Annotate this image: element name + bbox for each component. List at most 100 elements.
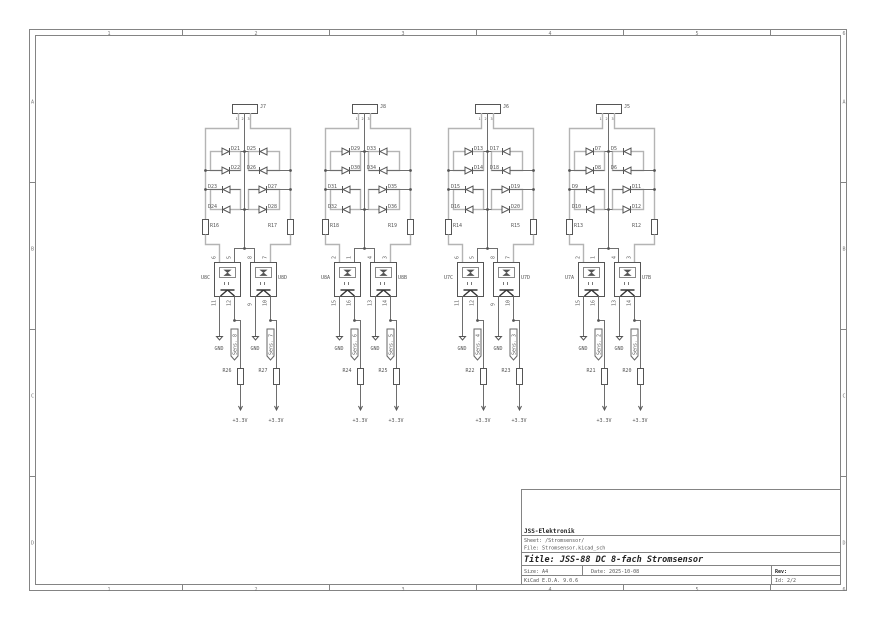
diode-ref: D12	[632, 204, 641, 210]
resistor-symbol	[393, 368, 400, 385]
resistor-ref: R23	[502, 368, 511, 374]
row-label: D	[843, 541, 846, 547]
led-symbol	[379, 269, 388, 285]
junction-dot	[512, 319, 515, 322]
diode-ref: D32	[328, 204, 337, 210]
junction-dot	[607, 208, 610, 211]
row-label: A	[31, 100, 34, 106]
resistor-ref: R17	[268, 223, 277, 229]
power-arrow-icon	[394, 405, 399, 412]
pin-number: 11	[212, 300, 218, 306]
wire	[204, 113, 240, 219]
net-label-shape	[473, 328, 482, 361]
column-label: 1	[108, 587, 111, 593]
resistor-symbol	[357, 368, 364, 385]
resistor-ref: R20	[623, 368, 632, 374]
junction-dot	[532, 169, 535, 172]
ground-icon	[215, 336, 224, 341]
ground-icon	[335, 336, 344, 341]
led-symbol	[502, 269, 511, 285]
diode-symbol	[378, 205, 388, 214]
junction-dot	[486, 208, 489, 211]
wire	[613, 113, 656, 219]
diode-symbol	[622, 147, 632, 156]
phototransistor-symbol	[376, 289, 391, 297]
row-label: B	[31, 247, 34, 253]
optocoupler-ref: U8A	[321, 275, 330, 281]
net-label-shape	[594, 328, 603, 361]
diode-ref: D33	[367, 146, 376, 152]
optocoupler-u8d	[250, 262, 277, 297]
diode-ref: D17	[490, 146, 499, 152]
led-pair-symbol	[339, 267, 356, 278]
ground-label: GND	[215, 346, 224, 352]
optocoupler-ref: U8D	[278, 275, 287, 281]
diode-symbol	[501, 147, 511, 156]
resistor-ref: R18	[330, 223, 339, 229]
power-arrow-icon	[238, 405, 243, 412]
column-label: 6	[843, 31, 846, 37]
phototransistor-symbol	[499, 289, 514, 297]
junction-dot	[363, 208, 366, 211]
sense-net-label: Sens. 4	[475, 334, 481, 355]
company-name: JSS-Elektronik	[524, 528, 575, 535]
pin-number: 12	[227, 300, 233, 306]
connector-pin-number: 2	[485, 117, 487, 121]
pin-number: 16	[591, 300, 597, 306]
diode-symbol	[378, 185, 388, 194]
net-label-shape	[230, 328, 239, 361]
supply-label: +3.3V	[233, 418, 248, 424]
power-arrow-icon	[602, 405, 607, 412]
pin-number: 6	[212, 256, 218, 259]
connector-ref: J8	[380, 104, 386, 110]
pin-number: 1	[347, 256, 353, 259]
supply-label: +3.3V	[389, 418, 404, 424]
junction-dot	[568, 169, 571, 172]
connector-pin-number: 3	[491, 117, 493, 121]
resistor-ref: R26	[223, 368, 232, 374]
led-symbol	[223, 269, 232, 285]
diode-symbol	[258, 166, 268, 175]
sense-net-label: Sens. 1	[632, 334, 638, 355]
pin-number: 13	[368, 300, 374, 306]
wire	[269, 234, 292, 262]
wire	[390, 296, 397, 368]
junction-dot	[653, 188, 656, 191]
diode-ref: D21	[231, 146, 240, 152]
diode-symbol	[378, 147, 388, 156]
diode-ref: D34	[367, 165, 376, 171]
net-label-shape	[266, 328, 275, 361]
column-label: 6	[843, 587, 846, 593]
diode-symbol	[622, 205, 632, 214]
paper-size: Size: A4	[524, 569, 548, 575]
diode-symbol	[258, 185, 268, 194]
junction-dot	[243, 247, 246, 250]
column-label: 4	[549, 31, 552, 37]
supply-label: +3.3V	[597, 418, 612, 424]
title-block-frame	[521, 489, 841, 585]
diode-symbol	[622, 185, 632, 194]
supply-label: +3.3V	[353, 418, 368, 424]
resistor-ref: R22	[466, 368, 475, 374]
junction-dot	[233, 319, 236, 322]
pin-number: 5	[227, 256, 233, 259]
inner-border	[35, 35, 841, 585]
connector-ref: J6	[503, 104, 509, 110]
power-arrow-icon	[358, 405, 363, 412]
diode-symbol	[341, 147, 351, 156]
pin-number: 2	[332, 256, 338, 259]
junction-dot	[363, 150, 366, 153]
optocoupler-u7d	[493, 262, 520, 297]
pin-number: 14	[627, 300, 633, 306]
junction-dot	[289, 169, 292, 172]
junction-dot	[532, 188, 535, 191]
junction-dot	[363, 247, 366, 250]
junction-dot	[409, 169, 412, 172]
sense-net-label: Sens. 8	[232, 334, 238, 355]
pin-number: 3	[627, 256, 633, 259]
diode-symbol	[501, 205, 511, 214]
diode-ref: D20	[511, 204, 520, 210]
